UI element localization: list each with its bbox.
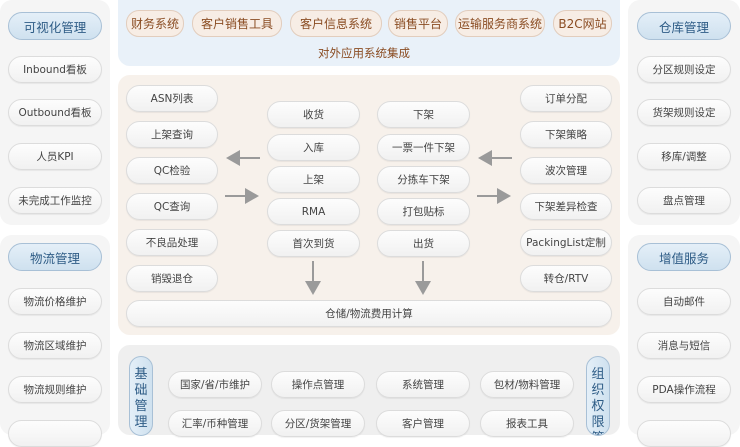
core-item[interactable]: 销毁退仓: [126, 265, 218, 292]
base-item[interactable]: 包材/物料管理: [480, 371, 574, 398]
base-management-label: 基础管理: [129, 356, 153, 436]
right-item[interactable]: 盘点管理: [637, 187, 731, 214]
core-item[interactable]: 波次管理: [520, 157, 612, 184]
flow-arrows: [225, 150, 512, 295]
right-item[interactable]: 自动邮件: [637, 288, 731, 315]
left-item[interactable]: 人员KPI: [8, 143, 102, 170]
left-item[interactable]: Inbound看板: [8, 56, 102, 83]
right-item[interactable]: 货架规则设定: [637, 99, 731, 126]
base-item[interactable]: 系统管理: [376, 371, 470, 398]
core-item[interactable]: 订单分配: [520, 85, 612, 112]
right-item[interactable]: PDA操作流程: [637, 376, 731, 403]
core-item[interactable]: 出货: [377, 230, 470, 257]
integration-system[interactable]: 客户信息系统: [290, 10, 382, 37]
left-item[interactable]: 未完成工作监控: [8, 187, 102, 214]
core-item[interactable]: 分拣车下架: [377, 166, 470, 193]
core-item[interactable]: 转仓/RTV: [520, 265, 612, 292]
core-item[interactable]: QC检验: [126, 157, 218, 184]
left-item[interactable]: 物流区域维护: [8, 332, 102, 359]
core-item[interactable]: PackingList定制: [520, 229, 612, 256]
core-item[interactable]: 收货: [267, 101, 360, 128]
left-item[interactable]: Outbound看板: [8, 99, 102, 126]
core-item[interactable]: 下架策略: [520, 121, 612, 148]
base-item[interactable]: 操作点管理: [271, 371, 365, 398]
core-item[interactable]: RMA: [267, 198, 360, 225]
core-item[interactable]: 入库: [267, 134, 360, 161]
integration-system[interactable]: 运输服务商系统: [455, 10, 545, 37]
core-item[interactable]: 上架查询: [126, 121, 218, 148]
left-header-0[interactable]: 可视化管理: [8, 12, 102, 40]
right-item[interactable]: 消息与短信: [637, 332, 731, 359]
right-header-0[interactable]: 仓库管理: [637, 12, 731, 40]
core-item[interactable]: 下架: [377, 101, 470, 128]
integration-system[interactable]: B2C网站: [553, 10, 612, 37]
left-header-1[interactable]: 物流管理: [8, 243, 102, 271]
left-item[interactable]: 物流价格维护: [8, 288, 102, 315]
integration-caption: 对外应用系统集成: [318, 46, 410, 60]
integration-system[interactable]: 销售平台: [388, 10, 448, 37]
core-item[interactable]: 一票一件下架: [377, 134, 470, 161]
core-item[interactable]: ASN列表: [126, 85, 218, 112]
right-header-1[interactable]: 增值服务: [637, 243, 731, 271]
base-item[interactable]: 国家/省/市维护: [168, 371, 262, 398]
core-item[interactable]: 上架: [267, 166, 360, 193]
integration-system[interactable]: 财务系统: [126, 10, 184, 37]
core-item[interactable]: 首次到货: [267, 230, 360, 257]
core-item[interactable]: 下架差异检查: [520, 193, 612, 220]
core-item[interactable]: QC查询: [126, 193, 218, 220]
core-item[interactable]: 不良品处理: [126, 229, 218, 256]
integration-system[interactable]: 客户销售工具: [192, 10, 282, 37]
right-item[interactable]: 移库/调整: [637, 143, 731, 170]
left-item[interactable]: 物流规则维护: [8, 376, 102, 403]
core-item[interactable]: 打包贴标: [377, 198, 470, 225]
cost-calculation-bar[interactable]: 仓储/物流费用计算: [126, 300, 612, 327]
right-item[interactable]: 分区规则设定: [637, 56, 731, 83]
